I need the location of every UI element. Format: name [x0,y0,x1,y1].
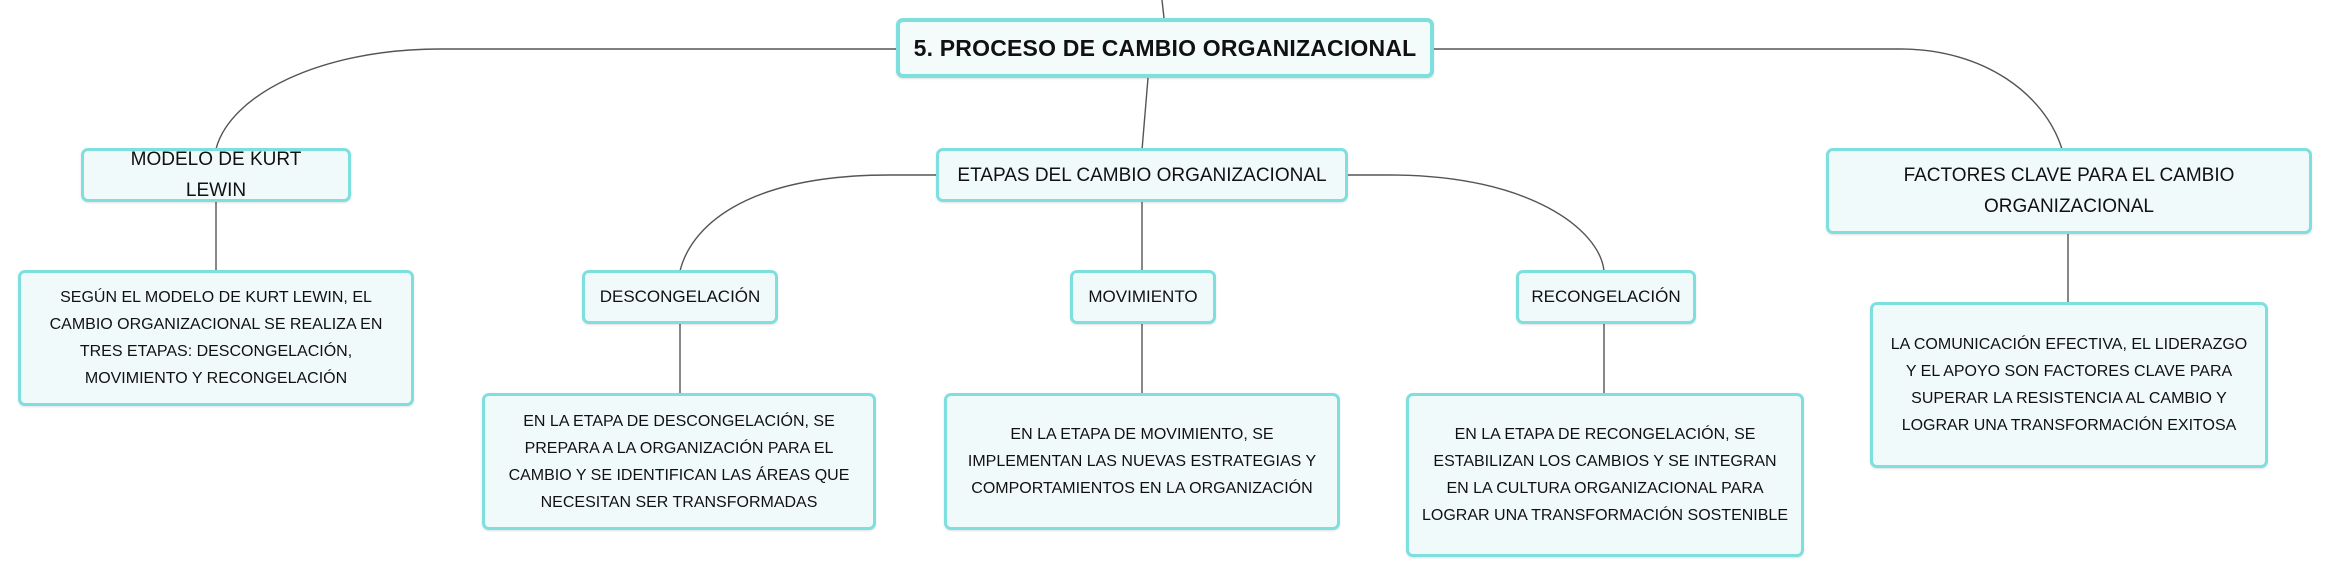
node-label: MODELO DE KURT LEWIN [130,149,302,201]
node-factores-description[interactable]: LA COMUNICACIÓN EFECTIVA, EL LIDERAZGO Y… [1870,302,2268,468]
node-descongelacion-description[interactable]: EN LA ETAPA DE DESCONGELACIÓN, SE PREPAR… [482,393,876,530]
node-label: FACTORES CLAVE PARA EL CAMBIO ORGANIZACI… [1903,165,2235,217]
connector-etapas-recongelacion [1346,174,1605,272]
node-movimiento[interactable]: MOVIMIENTO [1070,270,1216,324]
connector-root-parent [1161,0,1165,19]
node-descongelacion[interactable]: DESCONGELACIÓN [582,270,778,324]
connector-root-etapas [1141,77,1149,151]
node-label: RECONGELACIÓN [1531,287,1681,306]
node-movimiento-description[interactable]: EN LA ETAPA DE MOVIMIENTO, SE IMPLEMENTA… [944,393,1340,530]
node-text: LA COMUNICACIÓN EFECTIVA, EL LIDERAZGO Y… [1890,336,2248,434]
connector-root-lewin [215,48,896,150]
node-text: SEGÚN EL MODELO DE KURT LEWIN, EL CAMBIO… [49,289,383,387]
node-label: MOVIMIENTO [1088,287,1198,306]
root-label: 5. PROCESO DE CAMBIO ORGANIZACIONAL [913,34,1417,61]
node-text: EN LA ETAPA DE RECONGELACIÓN, SE ESTABIL… [1422,426,1788,524]
root-node[interactable]: 5. PROCESO DE CAMBIO ORGANIZACIONAL [896,18,1434,78]
node-text: EN LA ETAPA DE DESCONGELACIÓN, SE PREPAR… [508,412,850,511]
node-recongelacion[interactable]: RECONGELACIÓN [1516,270,1696,324]
node-modelo-kurt-lewin[interactable]: MODELO DE KURT LEWIN [81,148,351,202]
node-factores-clave[interactable]: FACTORES CLAVE PARA EL CAMBIO ORGANIZACI… [1826,148,2312,234]
node-etapas-cambio[interactable]: ETAPAS DEL CAMBIO ORGANIZACIONAL [936,148,1348,202]
connector-etapas-descongelacion [679,174,936,272]
node-label: DESCONGELACIÓN [599,287,761,306]
node-recongelacion-description[interactable]: EN LA ETAPA DE RECONGELACIÓN, SE ESTABIL… [1406,393,1804,557]
node-lewin-description[interactable]: SEGÚN EL MODELO DE KURT LEWIN, EL CAMBIO… [18,270,414,406]
node-text: EN LA ETAPA DE MOVIMIENTO, SE IMPLEMENTA… [967,426,1317,497]
connector-root-factores [1434,48,2063,150]
node-label: ETAPAS DEL CAMBIO ORGANIZACIONAL [957,164,1327,186]
